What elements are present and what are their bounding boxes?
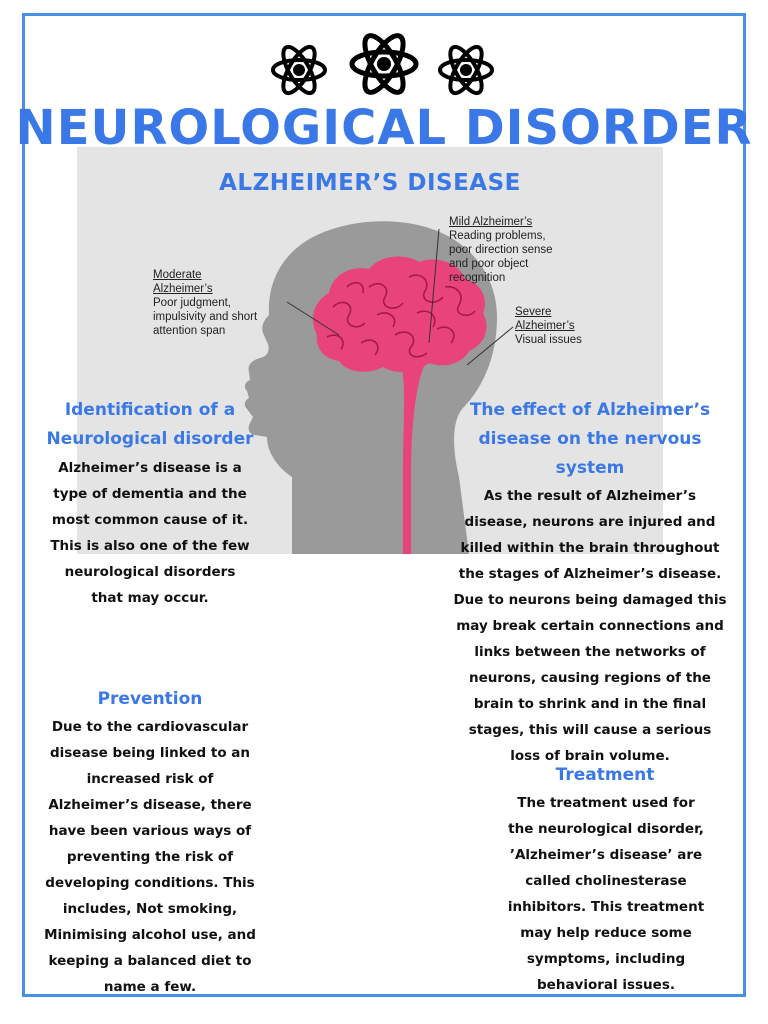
head-brain-diagram — [244, 221, 514, 554]
moderate-stage-title: Moderate — [153, 269, 202, 281]
mild-stage-title: Mild Alzheimer’s — [449, 216, 533, 228]
effect-line: stages, this will cause a serious — [468, 722, 712, 738]
effect-heading-line: system — [555, 458, 625, 478]
mild-stage-text: poor direction sense — [449, 244, 553, 256]
page-title: NEUROLOGICAL DISORDER — [15, 100, 753, 156]
atom-icons-row — [271, 33, 494, 96]
prevention-line: name a few. — [103, 979, 197, 995]
prevention-line: developing conditions. This — [45, 875, 255, 891]
effect-line: Due to neurons being damaged this — [453, 592, 727, 608]
identification-line: This is also one of the few — [50, 538, 250, 554]
severe-stage-text: Visual issues — [515, 334, 582, 346]
brain-stem — [399, 357, 427, 554]
effect-line: neurons, causing regions of the — [469, 670, 711, 686]
effect-line: disease, neurons are injured and — [464, 514, 716, 530]
prevention-line: Alzheimer’s disease, there — [48, 797, 252, 813]
prevention-line: includes, Not smoking, — [62, 901, 238, 917]
moderate-stage-text: attention span — [153, 325, 226, 337]
effect-line: As the result of Alzheimer’s — [483, 488, 697, 504]
prevention-line: increased risk of — [86, 771, 214, 787]
treatment-text: The treatment used for the neurological … — [456, 790, 756, 998]
prevention-line: preventing the risk of — [66, 849, 234, 865]
treatment-line: the neurological disorder, — [508, 821, 704, 837]
moderate-stage-text: Poor judgment, — [153, 297, 231, 309]
atom-icon — [271, 44, 327, 96]
page-border — [22, 13, 746, 997]
moderate-stage-title: Alzheimer’s — [153, 283, 213, 295]
identification-heading-line: Neurological disorder — [46, 429, 254, 449]
effect-heading: The effect of Alzheimer’s disease on the… — [440, 396, 740, 483]
effect-line: loss of brain volume. — [510, 748, 670, 764]
prevention-heading: Prevention — [20, 685, 280, 714]
treatment-heading: Treatment — [455, 761, 755, 790]
prevention-line: Due to the cardiovascular — [51, 719, 249, 735]
prevention-heading-line: Prevention — [97, 689, 203, 709]
identification-line: neurological disorders — [64, 564, 236, 580]
treatment-line: inhibitors. This treatment — [507, 899, 705, 915]
identification-line: Alzheimer’s disease is a — [58, 460, 242, 476]
mild-stage-text: and poor object — [449, 258, 529, 270]
treatment-line: may help reduce some — [520, 925, 692, 941]
severe-stage-label: Severe Alzheimer’s Visual issues — [515, 305, 582, 347]
identification-line: most common cause of it. — [51, 512, 249, 528]
treatment-line: ’Alzheimer’s disease’ are — [509, 847, 703, 863]
prevention-line: keeping a balanced diet to — [48, 953, 252, 969]
prevention-text: Due to the cardiovascular disease being … — [20, 714, 280, 1000]
effect-text: As the result of Alzheimer’s disease, ne… — [436, 483, 744, 769]
severe-stage-title: Severe — [515, 306, 552, 318]
prevention-line: have been various ways of — [48, 823, 252, 839]
treatment-line: behavioral issues. — [537, 977, 675, 993]
atom-icon — [349, 33, 419, 95]
identification-heading-line: Identification of a — [64, 400, 236, 420]
identification-line: type of dementia and the — [53, 486, 247, 502]
mild-stage-text: Reading problems, — [449, 230, 546, 242]
effect-line: the stages of Alzheimer’s disease. — [458, 566, 722, 582]
effect-heading-line: The effect of Alzheimer’s — [469, 400, 711, 420]
brain-shape — [313, 256, 487, 372]
identification-line: that may occur. — [91, 590, 209, 606]
page-subtitle: ALZHEIMER’S DISEASE — [219, 170, 521, 196]
effect-line: links between the networks of — [474, 644, 706, 660]
identification-text: Alzheimer’s disease is a type of dementi… — [20, 455, 280, 611]
atom-icon — [438, 44, 494, 96]
treatment-heading-line: Treatment — [555, 765, 655, 785]
prevention-line: Minimising alcohol use, and — [44, 927, 256, 943]
mild-stage-label: Mild Alzheimer’s Reading problems, poor … — [449, 215, 553, 285]
treatment-line: symptoms, including — [526, 951, 686, 967]
treatment-line: called cholinesterase — [525, 873, 687, 889]
moderate-stage-text: impulsivity and short — [153, 311, 258, 323]
alzheimers-illustration — [77, 147, 663, 554]
effect-line: brain to shrink and in the final — [473, 696, 707, 712]
mild-stage-text: recognition — [449, 272, 506, 284]
severe-stage-title: Alzheimer’s — [515, 320, 575, 332]
effect-line: killed within the brain throughout — [460, 540, 720, 556]
prevention-line: disease being linked to an — [49, 745, 251, 761]
moderate-stage-label: Moderate Alzheimer’s Poor judgment, impu… — [153, 268, 257, 338]
effect-heading-line: disease on the nervous — [478, 429, 702, 449]
effect-line: may break certain connections and — [456, 618, 724, 634]
treatment-line: The treatment used for — [517, 795, 695, 811]
identification-heading: Identification of a Neurological disorde… — [20, 396, 280, 454]
